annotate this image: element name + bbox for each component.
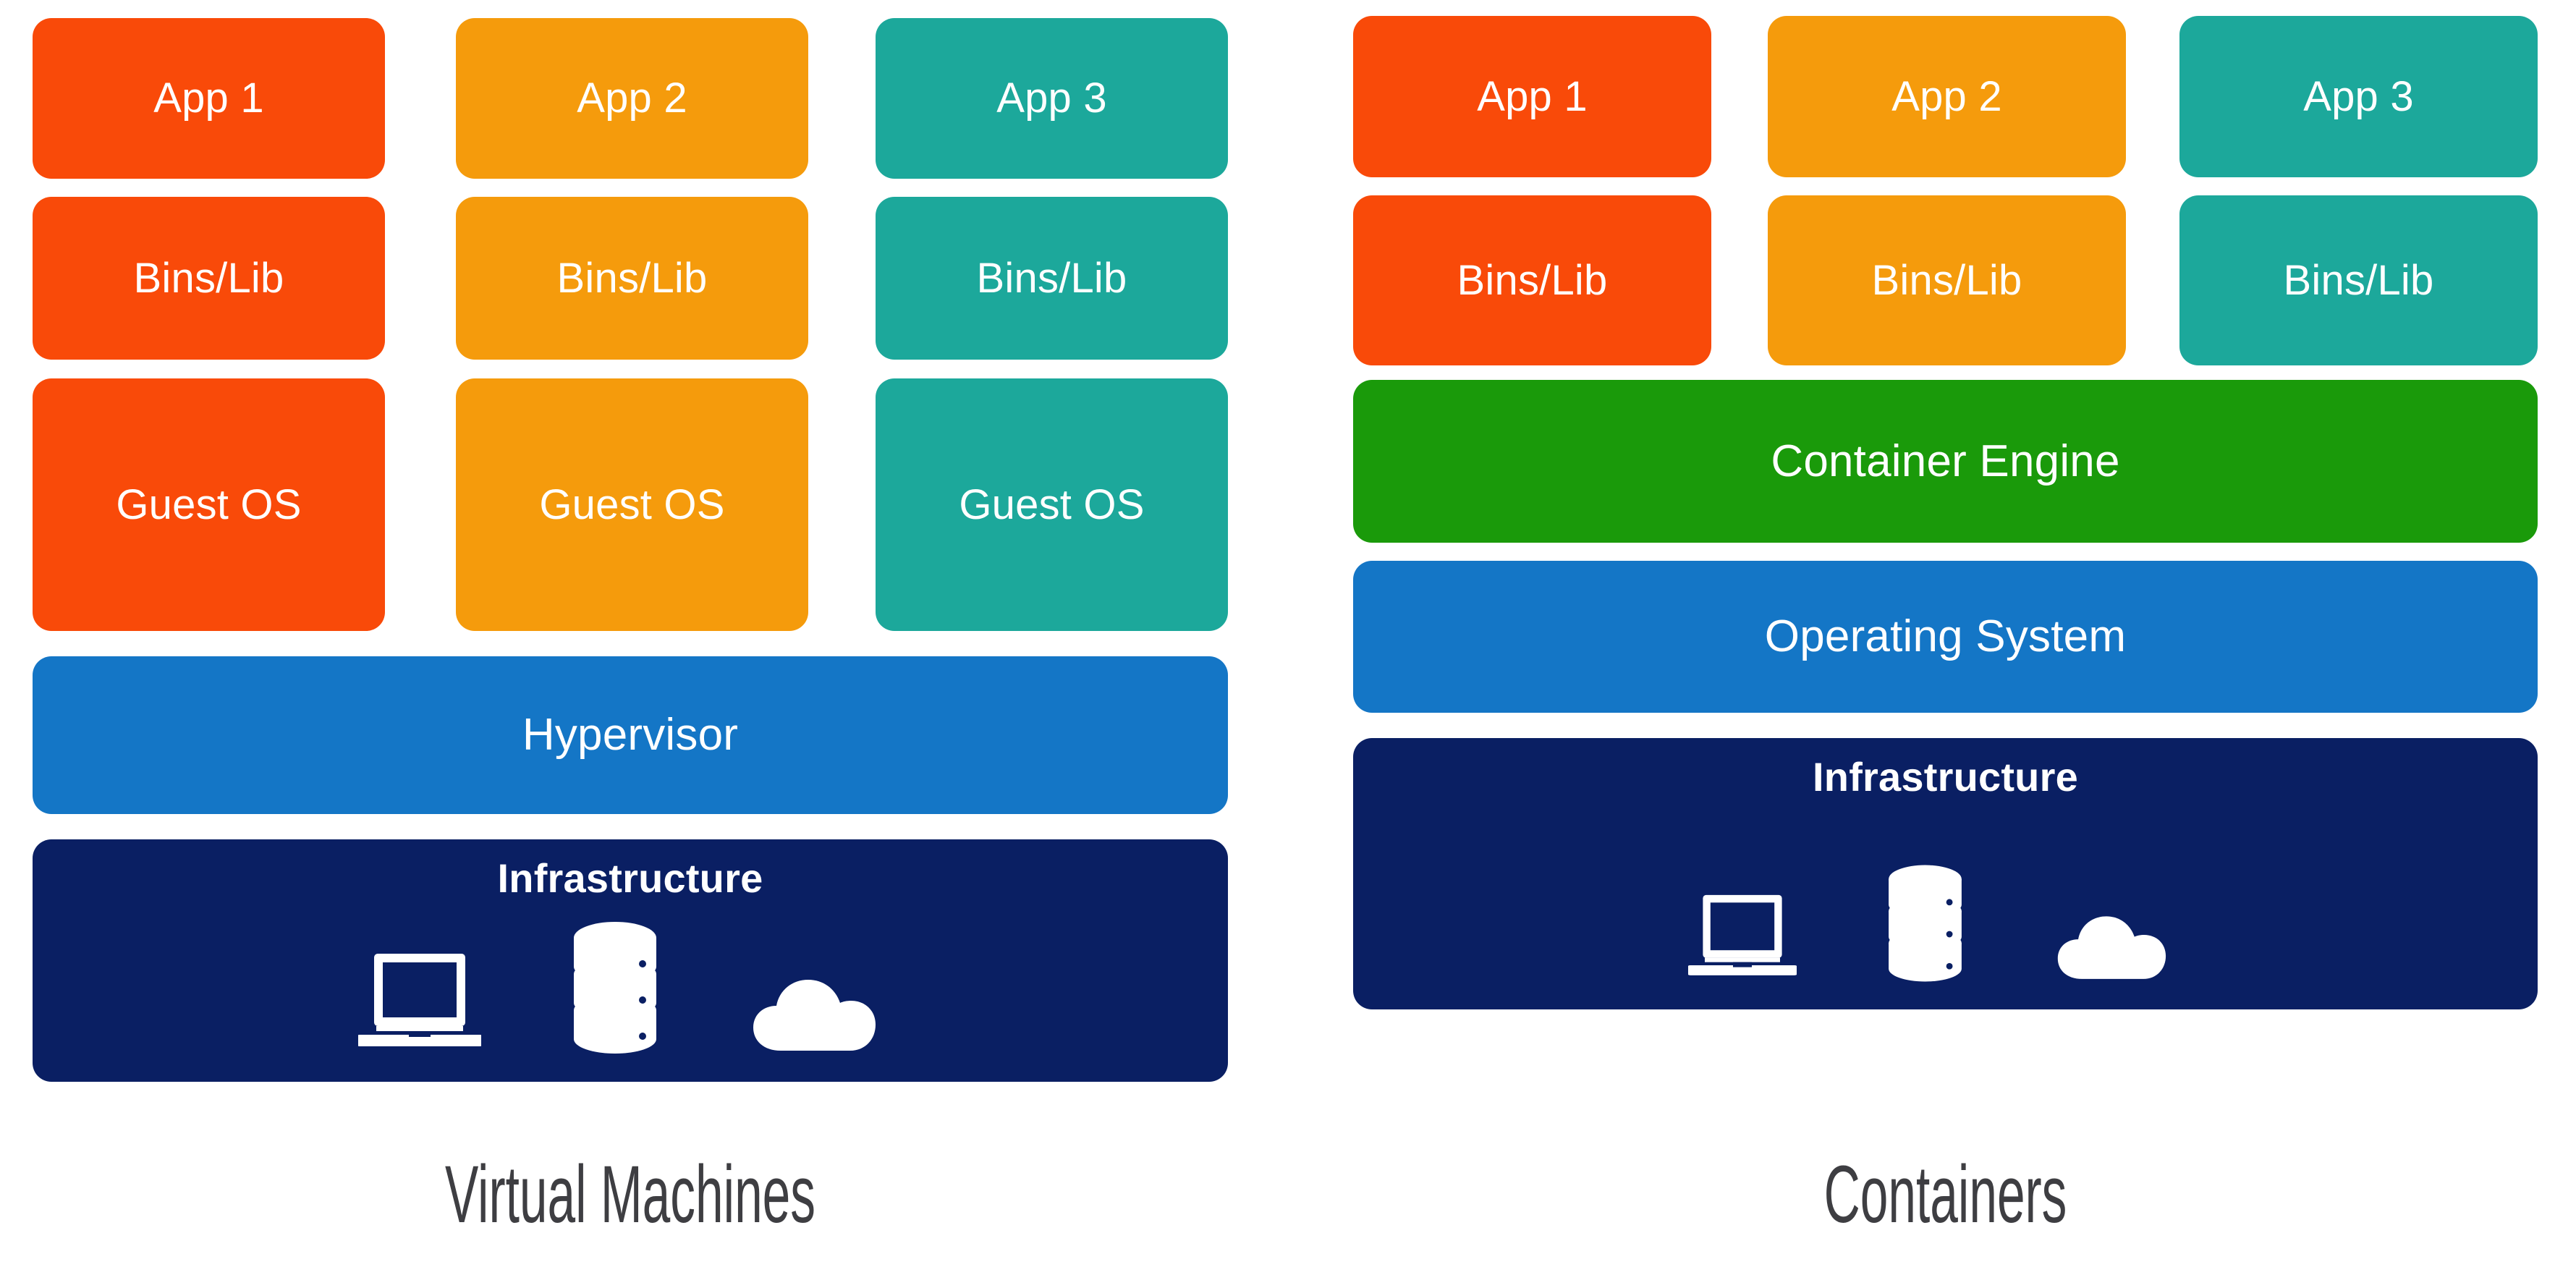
vm-bins1-label: Bins/Lib	[133, 254, 284, 302]
container-bins2-label: Bins/Lib	[1871, 256, 2022, 304]
vm-app2-label: App 2	[577, 75, 687, 122]
vm-infrastructure-label: Infrastructure	[497, 855, 763, 901]
vm-bins3-box: Bins/Lib	[876, 197, 1228, 360]
container-app2-box: App 2	[1768, 16, 2126, 177]
container-app1-label: App 1	[1477, 72, 1588, 120]
container-infrastructure-icons	[1628, 857, 2229, 988]
vm-app3-box: App 3	[876, 18, 1228, 179]
container-bins3-label: Bins/Lib	[2283, 256, 2434, 304]
vm-bins2-box: Bins/Lib	[456, 197, 808, 360]
vm-app2-box: App 2	[456, 18, 808, 179]
container-operating-system-label: Operating System	[1764, 611, 2127, 661]
vm-caption-label: Virtual Machines	[444, 1149, 816, 1240]
container-app3-label: App 3	[2303, 72, 2414, 120]
vm-hypervisor-label: Hypervisor	[522, 710, 739, 760]
vm-guestos3-label: Guest OS	[959, 480, 1145, 528]
vm-bins2-label: Bins/Lib	[556, 254, 708, 302]
container-caption-label: Containers	[1823, 1149, 2067, 1240]
container-bins1-box: Bins/Lib	[1353, 195, 1711, 365]
container-engine-box: Container Engine	[1353, 380, 2538, 543]
vm-infrastructure-icons	[318, 922, 919, 1060]
vm-bins3-label: Bins/Lib	[976, 254, 1127, 302]
laptop-icon	[1685, 890, 1800, 988]
container-infrastructure-label: Infrastructure	[1813, 754, 2078, 800]
vm-guestos3-box: Guest OS	[876, 378, 1228, 631]
vm-caption: Virtual Machines	[260, 1154, 1001, 1235]
laptop-icon	[354, 948, 486, 1060]
container-app2-label: App 2	[1891, 72, 2002, 120]
vm-guestos1-label: Guest OS	[116, 480, 302, 528]
container-bins1-label: Bins/Lib	[1457, 256, 1608, 304]
container-app3-box: App 3	[2179, 16, 2538, 177]
vm-guestos2-box: Guest OS	[456, 378, 808, 631]
cloud-icon	[2054, 907, 2169, 988]
database-icon	[568, 919, 662, 1060]
container-app1-box: App 1	[1353, 16, 1711, 177]
cloud-icon	[749, 970, 879, 1060]
container-operating-system-box: Operating System	[1353, 561, 2538, 713]
vm-hypervisor-box: Hypervisor	[33, 656, 1228, 814]
container-caption: Containers	[1578, 1154, 2313, 1235]
vm-app1-box: App 1	[33, 18, 385, 179]
container-engine-label: Container Engine	[1771, 436, 2120, 486]
vm-bins1-box: Bins/Lib	[33, 197, 385, 360]
vm-app3-label: App 3	[996, 75, 1107, 122]
vm-guestos1-box: Guest OS	[33, 378, 385, 631]
container-bins3-box: Bins/Lib	[2179, 195, 2538, 365]
database-icon	[1884, 863, 1967, 988]
container-bins2-box: Bins/Lib	[1768, 195, 2126, 365]
vm-guestos2-label: Guest OS	[539, 480, 725, 528]
vm-app1-label: App 1	[153, 75, 264, 122]
